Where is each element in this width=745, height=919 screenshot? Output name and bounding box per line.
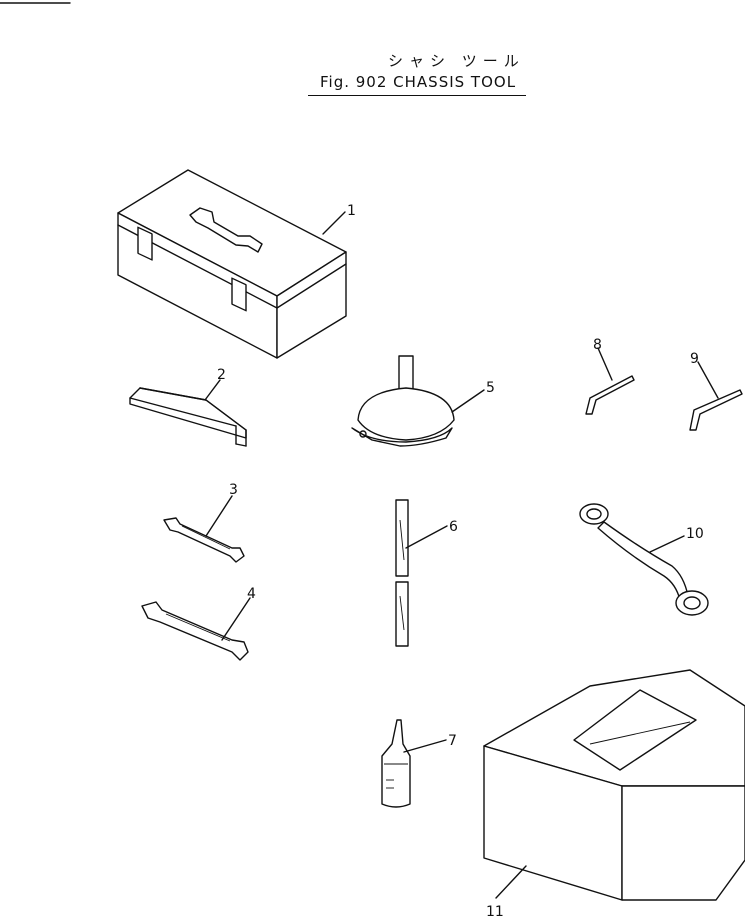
title-underline	[308, 95, 526, 96]
part-4-open-end-wrench-large[interactable]	[141, 601, 249, 661]
part-10-box-wrench[interactable]	[579, 503, 709, 616]
part-2-tray[interactable]	[129, 387, 247, 447]
figure-title-japanese: シャシ ツール	[388, 52, 525, 70]
part-8-hex-key[interactable]	[585, 375, 635, 415]
part-11-cover[interactable]	[483, 669, 745, 901]
callout-6: 6	[449, 519, 458, 535]
part-9-hex-key[interactable]	[689, 389, 743, 431]
callout-7: 7	[448, 733, 457, 749]
callout-11: 11	[486, 904, 504, 919]
part-7-oil-can[interactable]	[381, 719, 411, 808]
callout-labels: 1 2 3 4 5 6 7 8 9 10 11	[217, 203, 704, 919]
callout-1: 1	[347, 203, 356, 219]
figure-title: Fig. 902 CHASSIS TOOL	[320, 73, 517, 91]
leader-lines	[204, 211, 719, 899]
callout-8: 8	[593, 337, 602, 353]
part-1-tool-box[interactable]	[117, 169, 347, 359]
callout-5: 5	[486, 380, 495, 396]
part-6-pin-punch[interactable]	[395, 499, 409, 647]
callout-10: 10	[686, 526, 704, 542]
callout-3: 3	[229, 482, 238, 498]
callout-4: 4	[247, 586, 256, 602]
callout-2: 2	[217, 367, 226, 383]
part-3-open-end-wrench-small[interactable]	[163, 517, 245, 563]
callout-9: 9	[690, 351, 699, 367]
part-5-funnel[interactable]	[351, 355, 455, 447]
